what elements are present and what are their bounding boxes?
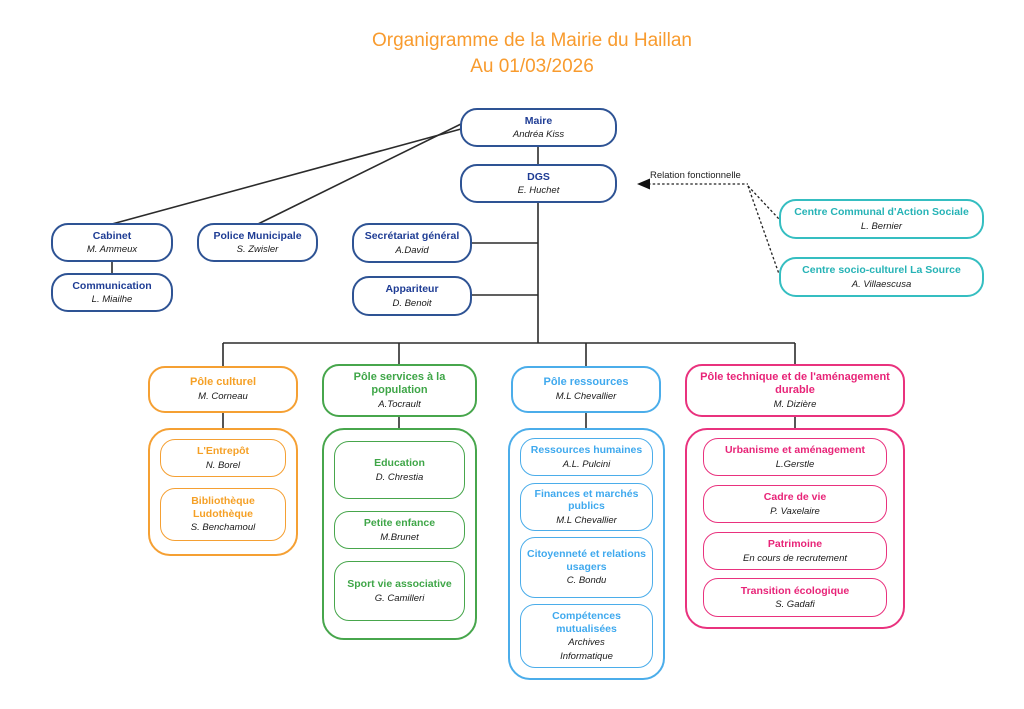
node-person: Andréa Kiss (512, 129, 565, 141)
node-person: D. Benoit (392, 297, 432, 309)
node-person: C. Bondu (566, 575, 607, 587)
node-title: Patrimoine (767, 538, 823, 550)
node-person: S. Gadafi (775, 599, 815, 611)
node-communication: Communication L. Miailhe (51, 273, 173, 312)
node-person: L. Bernier (860, 220, 903, 232)
node-person: E. Huchet (517, 185, 560, 197)
node-title: Police Municipale (213, 229, 302, 242)
node-person: S. Zwisler (236, 244, 279, 256)
node-maire: Maire Andréa Kiss (460, 108, 617, 147)
node-person: M. Corneau (198, 391, 248, 403)
node-person: P. Vaxelaire (770, 505, 820, 517)
node-title: Urbanisme et aménagement (724, 444, 866, 456)
node-la-source: Centre socio-culturel La Source A. Villa… (779, 257, 984, 297)
node-title: Centre Communal d'Action Sociale (794, 206, 969, 218)
node-person: M.L Chevallier (555, 391, 617, 403)
node-title: Communication (72, 279, 152, 292)
node-dgs: DGS E. Huchet (460, 164, 617, 203)
node-sport-vie-associative: Sport vie associative G. Camilleri (334, 561, 465, 621)
arrow-left-icon (637, 178, 650, 190)
node-title: Maire (524, 114, 553, 127)
node-title: Bibliothèque Ludothèque (191, 495, 255, 520)
node-person: A.L. Pulcini (562, 458, 611, 470)
node-transition-ecologique: Transition écologique S. Gadafi (703, 578, 887, 617)
node-person: L. Miailhe (91, 294, 133, 306)
node-title: Compétences mutualisées (552, 610, 621, 635)
node-finances-marches-publics: Finances et marchés publics M.L Chevalli… (520, 483, 653, 531)
node-title: Education (374, 457, 425, 469)
node-title: Ressources humaines (530, 444, 643, 456)
node-title: L'Entrepôt (196, 445, 250, 457)
node-person: G. Camilleri (374, 592, 425, 604)
node-bibliotheque-ludotheque: Bibliothèque Ludothèque S. Benchamoul (160, 488, 286, 541)
node-competences-mutualisees: Compétences mutualisées Archives Informa… (520, 604, 653, 668)
node-person: M. Dizière (773, 398, 817, 410)
node-patrimoine: Patrimoine En cours de recrutement (703, 532, 887, 570)
node-title: Centre socio-culturel La Source (802, 264, 961, 276)
node-title: Pôle ressources (543, 376, 629, 389)
node-person: A. Villaescusa (851, 278, 912, 290)
node-police-municipale: Police Municipale S. Zwisler (197, 223, 318, 262)
node-title: Citoyenneté et relations usagers (526, 548, 647, 573)
node-person: D. Chrestia (375, 471, 424, 483)
node-title: Secrétariat général (364, 230, 460, 242)
node-entrepot: L'Entrepôt N. Borel (160, 439, 286, 477)
node-cabinet: Cabinet M. Ammeux (51, 223, 173, 262)
node-ressources-humaines: Ressources humaines A.L. Pulcini (520, 438, 653, 476)
node-pole-ressources: Pôle ressources M.L Chevallier (511, 366, 661, 413)
node-person: A.Tocrault (378, 398, 421, 410)
node-cadre-de-vie: Cadre de vie P. Vaxelaire (703, 485, 887, 523)
node-title: Petite enfance (363, 517, 436, 529)
node-person: M.L Chevallier (556, 514, 617, 526)
node-title: Appariteur (385, 283, 439, 295)
node-person: M.Brunet (380, 531, 419, 543)
node-petite-enfance: Petite enfance M.Brunet (334, 511, 465, 549)
node-urbanisme-amenagement: Urbanisme et aménagement L.Gerstle (703, 438, 887, 476)
node-title: Cabinet (92, 229, 132, 242)
page-title: Organigramme de la Mairie du Haillan Au … (40, 28, 1024, 79)
node-sub-informatique: Informatique (560, 650, 613, 662)
node-person: En cours de recrutement (742, 552, 848, 564)
node-title: DGS (527, 170, 550, 183)
node-pole-technique: Pôle technique et de l'aménagement durab… (685, 364, 905, 417)
node-title: Pôle services à la population (353, 370, 446, 396)
node-title: Cadre de vie (763, 491, 827, 503)
page-title-line1: Organigramme de la Mairie du Haillan (372, 30, 692, 51)
node-title: Finances et marchés publics (534, 487, 639, 513)
page-title-line2: Au 01/03/2026 (470, 55, 594, 77)
node-sub-archives: Archives (568, 637, 605, 649)
node-education: Education D. Chrestia (334, 441, 465, 499)
node-title: Sport vie associative (347, 578, 452, 590)
node-person: N. Borel (205, 459, 241, 471)
node-pole-culturel: Pôle culturel M. Corneau (148, 366, 298, 413)
node-title: Pôle technique et de l'aménagement durab… (700, 370, 890, 396)
node-ccas: Centre Communal d'Action Sociale L. Bern… (779, 199, 984, 239)
node-person: L.Gerstle (775, 458, 815, 470)
node-title: Transition écologique (740, 584, 850, 597)
node-appariteur: Appariteur D. Benoit (352, 276, 472, 316)
node-citoyennete-relations-usagers: Citoyenneté et relations usagers C. Bond… (520, 537, 653, 598)
node-secretariat-general: Secrétariat général A.David (352, 223, 472, 263)
node-pole-services: Pôle services à la population A.Tocrault (322, 364, 477, 417)
node-person: M. Ammeux (86, 244, 138, 256)
node-person: A.David (395, 244, 429, 256)
relation-fonctionnelle-label: Relation fonctionnelle (650, 170, 741, 181)
node-title: Pôle culturel (189, 376, 257, 389)
node-person: S. Benchamoul (190, 522, 256, 534)
